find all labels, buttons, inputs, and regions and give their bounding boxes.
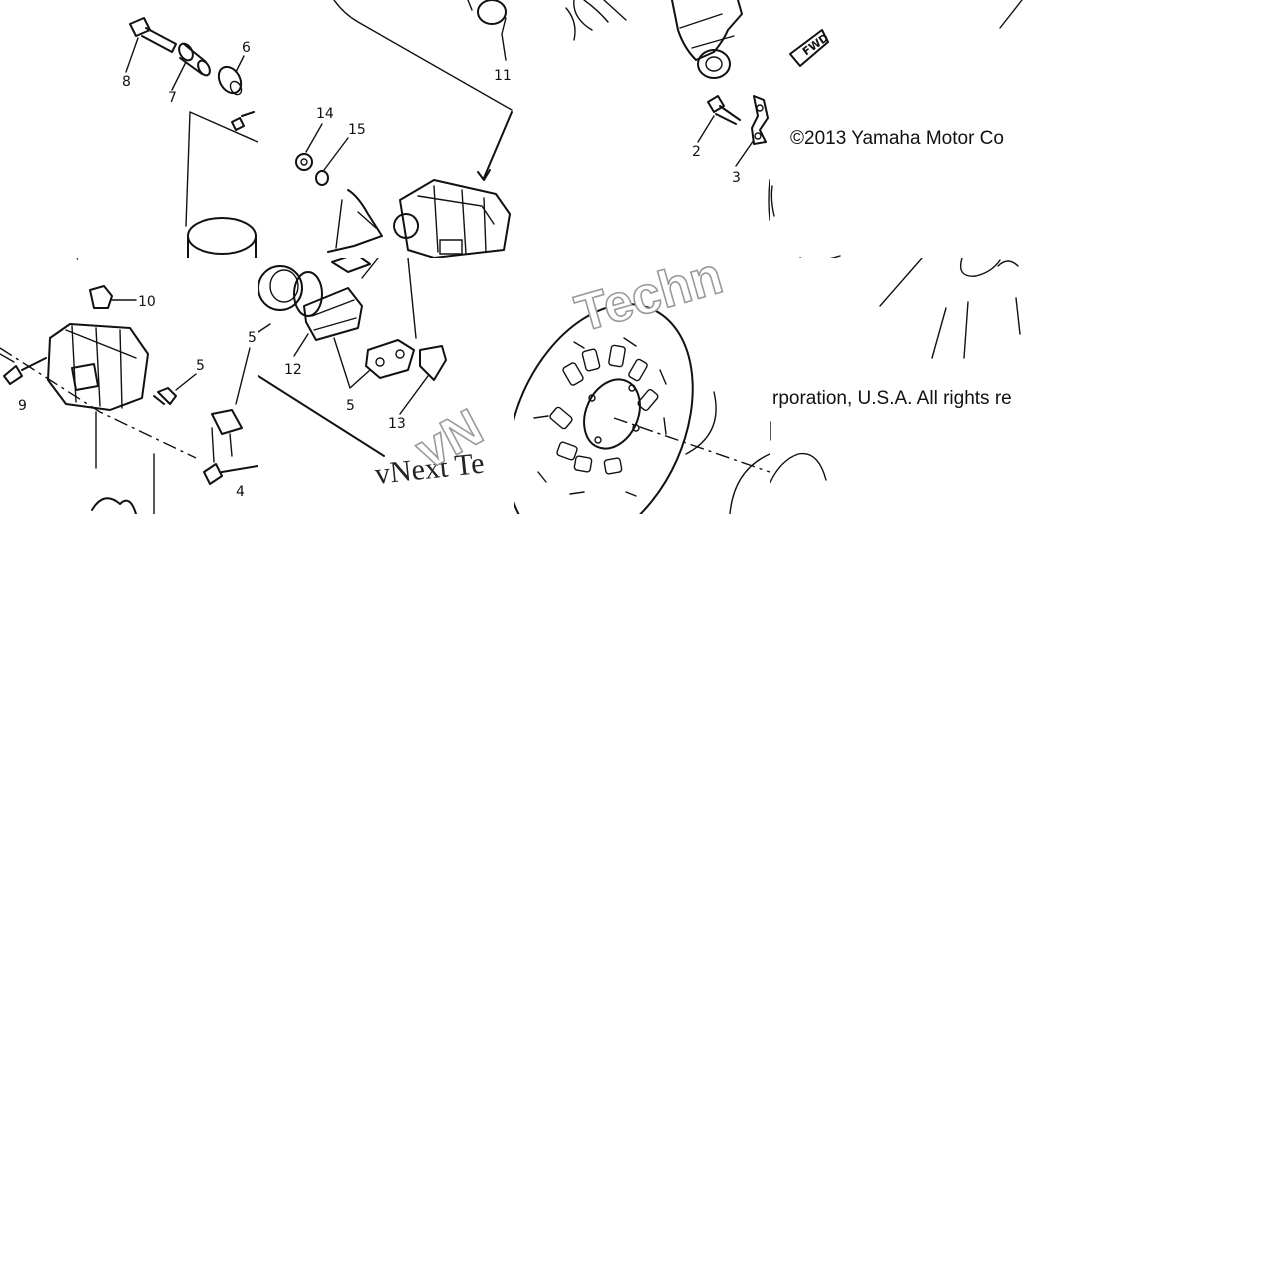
tile-mid-left-drawing: 10 9 5 5 4 ( <box>0 258 258 514</box>
pad-shim <box>419 345 447 381</box>
callout-10: 10 <box>138 294 156 310</box>
callout-11: 11 <box>494 68 512 84</box>
callout-12: 12 <box>284 362 302 378</box>
callout-2: 2 <box>692 144 701 160</box>
tile-mid-center: 12 13 5 vNext Te vN <box>258 258 514 514</box>
callout-4: 4 <box>236 484 245 500</box>
slide-pin <box>179 43 207 75</box>
dust-seal <box>293 271 323 317</box>
brake-disc <box>514 303 694 514</box>
tile-top-right: 2 3 <box>514 0 770 258</box>
retaining-clip <box>751 95 769 145</box>
tile-far-right-top: FWD ©2013 Yamaha Motor Co <box>770 0 1028 258</box>
tile-mid-right: Techn <box>514 258 770 514</box>
callout-5b: 5 <box>248 330 257 346</box>
washer <box>315 170 329 186</box>
nut <box>295 153 313 171</box>
caliper-window <box>71 363 99 391</box>
caliper-body <box>399 179 511 258</box>
tile-top-right-drawing: 2 3 <box>565 0 770 221</box>
tile-mid-left: 10 9 5 5 4 ( <box>0 258 258 514</box>
callout-14: 14 <box>316 106 334 122</box>
piston-seal <box>258 265 303 311</box>
callout-5c: 5 <box>346 398 355 414</box>
caliper-bracket <box>327 189 383 253</box>
tile-top-center-drawing: 14 15 11 <box>295 0 513 258</box>
callout-13: 13 <box>388 416 406 432</box>
brake-pad-5 <box>365 339 415 379</box>
copyright-notice-top: ©2013 Yamaha Motor Co <box>790 128 1004 149</box>
bolt-shank <box>141 27 177 53</box>
arm-bore <box>697 49 731 79</box>
bleed-cap <box>89 285 113 309</box>
watermark-techn: Techn <box>569 258 728 344</box>
pad-spring <box>211 409 243 435</box>
bolt-head <box>129 17 151 37</box>
callout-8: 8 <box>122 74 131 90</box>
tile-far-right-top-drawing: FWD <box>770 0 1023 258</box>
tile-far-right-mid: rporation, U.S.A. All rights re <box>770 258 1028 514</box>
svg-text:(: ( <box>74 258 79 262</box>
callout-3: 3 <box>732 170 741 186</box>
disc-cooling-slots <box>549 344 659 475</box>
tile-top-left: 8 7 6 <box>0 0 258 258</box>
tile-top-center: 14 15 11 <box>258 0 514 258</box>
copyright-notice-bottom: rporation, U.S.A. All rights re <box>772 388 1012 409</box>
brake-arm <box>671 0 743 61</box>
piston <box>187 217 257 255</box>
tile-far-right-mid-drawing <box>770 258 1021 484</box>
bushing <box>217 65 243 95</box>
tile-mid-right-drawing: Techn <box>514 258 770 514</box>
callout-7: 7 <box>168 90 177 106</box>
callout-6: 6 <box>242 40 251 56</box>
disc-hub <box>583 378 641 450</box>
brake-hose-line <box>333 0 513 111</box>
tile-mid-center-drawing: 12 13 5 vNext Te vN <box>258 258 493 491</box>
bracket-fragment <box>91 497 137 514</box>
callout-9: 9 <box>18 398 27 414</box>
tile-top-left-drawing: 8 7 6 <box>122 17 258 258</box>
callout-5a: 5 <box>196 358 205 374</box>
brake-pad-12 <box>303 287 363 341</box>
fwd-arrow-tag <box>789 29 829 67</box>
rear-caliper <box>47 323 149 411</box>
callout-15: 15 <box>348 122 366 138</box>
bracket-line <box>185 111 258 227</box>
